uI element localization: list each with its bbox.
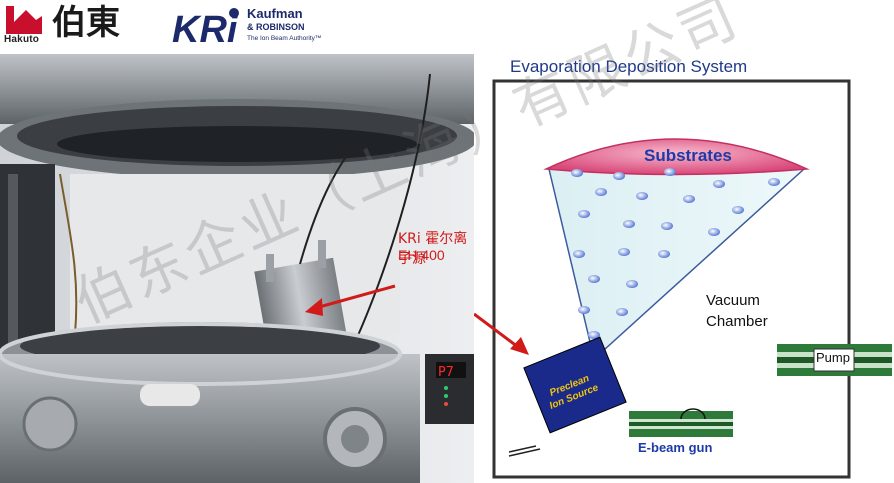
- pump-label: Pump: [816, 350, 850, 365]
- kri-logo-icon: KRi: [170, 6, 242, 46]
- hakuto-logo-icon: [6, 6, 42, 34]
- evaporation-diagram: [474, 79, 892, 479]
- preclean-ion-source: [523, 336, 627, 434]
- controller-readout: P7: [438, 365, 454, 380]
- vacuum-label: Vacuum: [706, 292, 760, 309]
- ion-source-model: EH 400: [398, 247, 445, 263]
- chamber-label: Chamber: [706, 313, 768, 330]
- vapor-particles: [571, 168, 780, 339]
- substrate-dome: [543, 138, 810, 176]
- kri-name-line2: & ROBINSON: [247, 22, 305, 32]
- kri-name-line1: Kaufman: [247, 6, 303, 21]
- equipment-photo-illustration: P7: [0, 54, 474, 483]
- svg-text:KRi: KRi: [172, 9, 239, 46]
- hakuto-cjk-name: 伯東: [52, 3, 120, 43]
- substrates-label: Substrates: [644, 146, 732, 165]
- hakuto-wordmark: Hakuto: [4, 34, 40, 45]
- ebeam-gun-label: E-beam gun: [638, 440, 713, 455]
- kri-tagline: The Ion Beam Authority™: [247, 35, 322, 42]
- equipment-photo: P7 KRi 霍尔离子源 EH 400: [0, 54, 474, 483]
- diagram-title: Evaporation Deposition System: [510, 57, 748, 76]
- ion-source-label: KRi 霍尔离子源: [398, 231, 468, 267]
